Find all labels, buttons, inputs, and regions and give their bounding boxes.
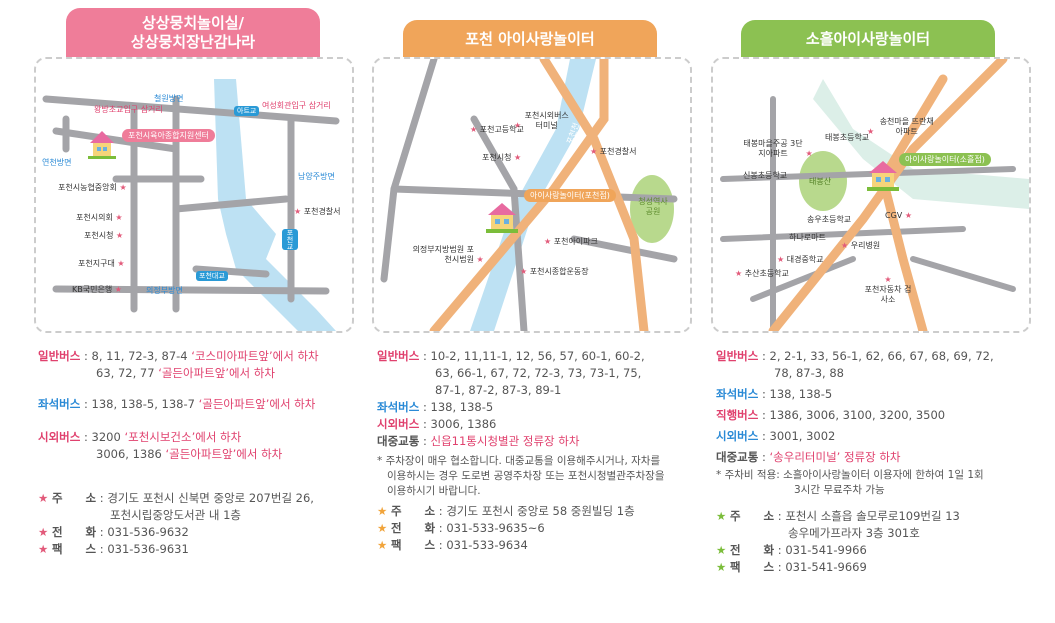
info-col2: 일반버스 : 10-2, 11,11-1, 12, 56, 57, 60-1, … [377, 349, 665, 552]
house-icon [486, 201, 518, 233]
note-line-2: 이용하시는 경우 도로변 공영주차장 또는 포천시청별관주차장을 [387, 470, 665, 482]
star-icon: ★ [38, 525, 49, 539]
address-line-2: 포천시립중앙도서관 내 1층 [110, 508, 242, 522]
star-icon: ★ [904, 211, 912, 220]
label-park: 청성역사 공원 [638, 197, 668, 216]
general-line-2: 78, 87-3, 88 [774, 366, 844, 380]
road-pocheon-bridge: 포천대교 [196, 271, 228, 281]
tab-title-col1: 상상뭉치놀이실/ 상상뭉치장난감나라 [66, 8, 320, 58]
house-icon [88, 129, 116, 159]
star-icon: ★ [805, 149, 813, 158]
road-pocheon-gyo: 포천교 [282, 229, 298, 250]
label-highschool: ★ 포천고등학교 [470, 125, 524, 134]
note-line-2: 3시간 무료주차 가능 [794, 484, 885, 496]
star-icon: ★ [520, 267, 528, 276]
title-line-2: 상상뭉치장난감나라 [130, 33, 256, 51]
note-line-3: 이용하시기 바랍니다. [387, 485, 481, 497]
map-col2: 아이사랑놀이터(포천점) 포천천 ★ 포천시외버스 터미널 ★ 포천고등학교 포… [372, 57, 692, 333]
direction-cheorwon: 철원방면 [154, 94, 184, 103]
label-wangbang: 왕방초교입구 삼거리 [94, 105, 163, 114]
note-line-1: * 주차비 적용: 소흘아이사랑놀이터 이용자에 한하여 1일 1회 [716, 469, 984, 481]
label-taebong-apt: 태봉마을주공 3단지아파트 ★ [743, 139, 813, 158]
star-icon: ★ [38, 542, 49, 556]
center-tag: 포천시육아종합지원센터 [122, 129, 215, 142]
map-col3: 아이사랑놀이터(소흘점) 태봉산 ★ 송천마을 뜨란채아파트 태봉초등학교 태봉… [711, 57, 1031, 333]
note-line-1: * 주차장이 매우 협소합니다. 대중교통을 이용해주시거나, 자차를 [377, 455, 661, 467]
center-tag: 아이사랑놀이터(포천점) [524, 189, 616, 202]
label-cgv: CGV ★ [885, 211, 912, 220]
direction-uijeongbu: 의정부방면 [146, 286, 183, 295]
label-yeoseong: 여성회관입구 삼거리 [262, 101, 331, 110]
label-songu: 송우초등학교 [807, 215, 852, 224]
label-inspection: ★포천자동차 검사소 [864, 275, 912, 304]
info-col3: 일반버스 : 2, 2-1, 33, 56-1, 62, 66, 67, 68,… [716, 349, 994, 574]
label-sinbong: 신봉초등학교 [743, 171, 788, 180]
general-line-3: 87-1, 87-2, 87-3, 89-1 [435, 383, 562, 397]
direction-namyangju: 남양주방면 [298, 172, 335, 181]
star-icon: ★ [590, 147, 598, 156]
label-police-box: 포천지구대 ★ [78, 259, 125, 268]
label-hospital: ★ 우리병원 [841, 241, 881, 250]
label-police: ★ 포천경찰서 [590, 147, 637, 156]
map-col1-roads [42, 79, 340, 331]
star-icon: ★ [514, 153, 522, 162]
star-icon: ★ [867, 127, 875, 136]
label-ipark: ★ 포천아이파크 [544, 237, 598, 246]
star-icon: ★ [884, 275, 892, 284]
star-icon: ★ [544, 237, 552, 246]
star-icon: ★ [716, 560, 727, 574]
label-nonghyup: 포천시농협중앙회 ★ [58, 183, 127, 192]
star-icon: ★ [514, 121, 522, 130]
star-icon: ★ [119, 183, 127, 192]
label-songcheon: ★ 송천마을 뜨란채아파트 [867, 117, 934, 136]
label-chusan: ★ 추산초등학교 [735, 269, 789, 278]
star-icon: ★ [735, 269, 743, 278]
star-icon: ★ [716, 509, 727, 523]
map-col1: 포천시육아종합지원센터 철원방면 연천방면 남양주방면 의정부방면 왕방초교입구… [34, 57, 354, 333]
label-kb: KB국민은행 ★ [72, 285, 122, 294]
star-icon: ★ [377, 504, 388, 518]
label-council: 포천시의회 ★ [76, 213, 123, 222]
tab-title-col3: 소흘아이사랑놀이터 [741, 20, 995, 58]
title-line-1: 상상뭉치놀이실/ [141, 14, 245, 32]
star-icon: ★ [716, 543, 727, 557]
star-icon: ★ [377, 538, 388, 552]
label-cityhall: 포천시청 ★ [482, 153, 522, 162]
star-icon: ★ [294, 207, 302, 216]
star-icon: ★ [476, 255, 484, 264]
direction-yeoncheon: 연천방면 [42, 158, 72, 167]
center-tag: 아이사랑놀이터(소흘점) [899, 153, 991, 166]
mountain-label: 태봉산 [809, 177, 832, 186]
label-stadium: ★ 포천시종합운동장 [520, 267, 589, 276]
label-terminal: ★ 포천시외버스 터미널 [514, 111, 569, 130]
star-icon: ★ [114, 285, 122, 294]
label-taebong-school: 태봉초등학교 [825, 133, 870, 142]
label-hanaro: 하나로마트 [789, 233, 826, 242]
address-line-2: 송우메가프라자 3층 301호 [788, 526, 920, 540]
general-line-2: 63, 66-1, 67, 72, 72-3, 73, 73-1, 75, [435, 366, 642, 380]
info-col1: 일반버스 : 8, 11, 72-3, 87-4 ‘코스미아파트앞’에서 하차 … [38, 349, 319, 556]
star-icon: ★ [377, 521, 388, 535]
house-icon [867, 159, 899, 191]
label-daegyeong: ★ 대경중학교 [777, 255, 824, 264]
star-icon: ★ [38, 491, 49, 505]
road-art-bridge: 아트교 [234, 106, 260, 116]
star-icon: ★ [470, 125, 478, 134]
star-icon: ★ [116, 231, 124, 240]
star-icon: ★ [115, 213, 123, 222]
star-icon: ★ [841, 241, 849, 250]
label-police: ★ 포천경찰서 [294, 207, 341, 216]
tab-title-col2: 포천 아이사랑놀이터 [403, 20, 657, 58]
label-court: 의정부지방법원 포천시법원 ★ [412, 245, 484, 264]
label-cityhall: 포천시청 ★ [84, 231, 124, 240]
star-icon: ★ [777, 255, 785, 264]
star-icon: ★ [117, 259, 125, 268]
